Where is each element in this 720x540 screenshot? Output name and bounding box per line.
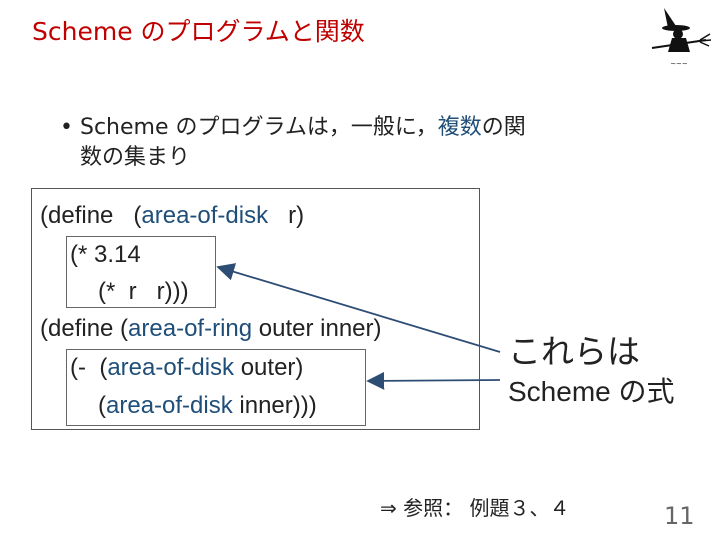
bullet-point: • Scheme のプログラムは，一般に，複数の関 数の集まり — [60, 113, 660, 173]
code-line-6: (area-of-disk inner))) — [98, 392, 317, 419]
code-line-3: (* r r))) — [98, 278, 189, 305]
code-line-5: (- (area-of-disk outer) — [70, 354, 304, 381]
code-line-2: (* 3.14 — [70, 241, 141, 268]
witch-logo-icon: ~~~ — [651, 8, 712, 68]
page-number: 11 — [664, 502, 695, 530]
code-line-1: (define (area-of-disk r) — [40, 202, 305, 229]
svg-text:~~~: ~~~ — [670, 60, 688, 68]
inner-body-box-2 — [66, 349, 366, 426]
reference-text: ⇒ 参照： 例題３、４ — [380, 496, 570, 520]
side-label-line2: Scheme の式 — [508, 376, 675, 407]
fn-name-area-of-ring: area-of-ring — [128, 315, 253, 342]
fn-name-area-of-disk: area-of-disk — [141, 202, 269, 229]
bullet-text-part2: の関 — [481, 115, 526, 140]
bullet-text: Scheme のプログラムは，一般に，複数の関 数の集まり — [80, 113, 660, 173]
side-label-line1: これらは — [508, 332, 640, 371]
bullet-highlight: 複数 — [437, 115, 482, 140]
bullet-marker: • — [60, 115, 73, 140]
fn-call-area-of-disk: area-of-disk — [107, 354, 235, 381]
bullet-text-line2: 数の集まり — [80, 145, 191, 170]
fn-call-area-of-disk-2: area-of-disk — [106, 392, 233, 419]
slide-title: Scheme のプログラムと関数 — [32, 17, 365, 46]
inner-body-box-1 — [66, 236, 216, 308]
code-line-4: (define (area-of-ring outer inner) — [40, 315, 382, 342]
bullet-text-part1: Scheme のプログラムは，一般に， — [80, 115, 438, 140]
